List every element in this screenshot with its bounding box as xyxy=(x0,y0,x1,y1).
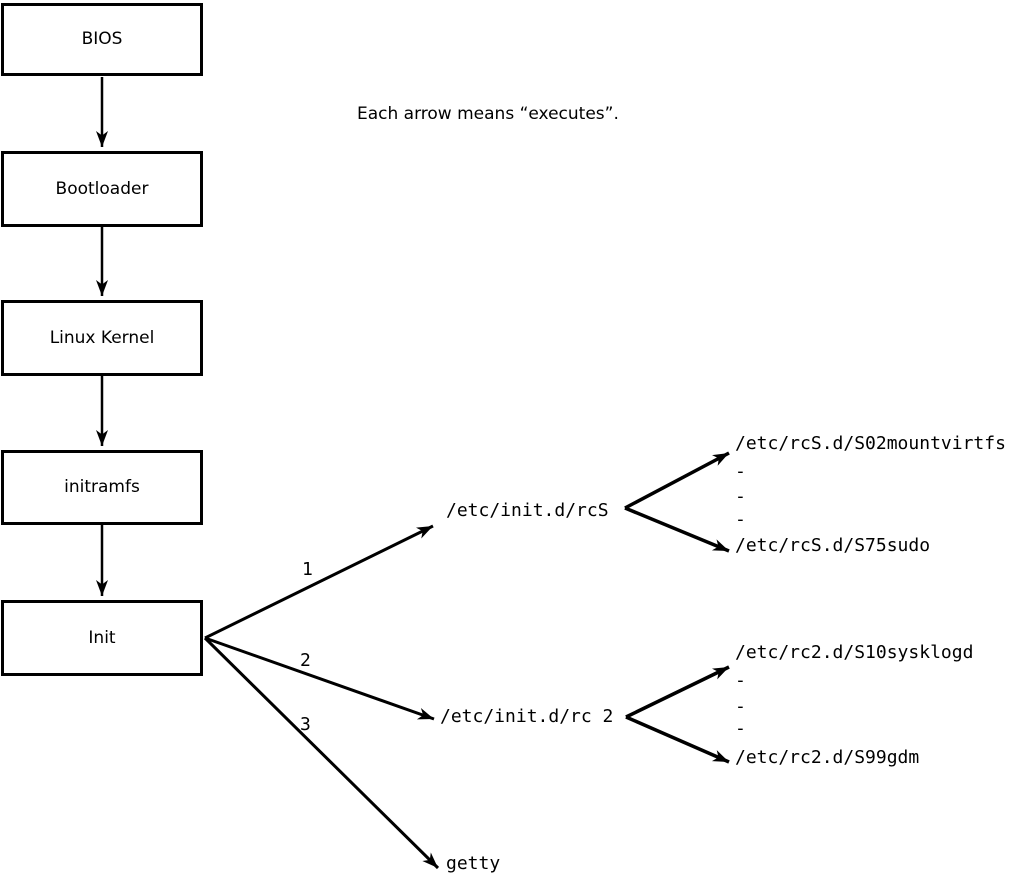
node-rc2-s99gdm: /etc/rc2.d/S99gdm xyxy=(735,747,920,768)
box-bootloader: Bootloader xyxy=(1,151,203,227)
box-init: Init xyxy=(1,600,203,676)
box-init-label: Init xyxy=(88,627,116,648)
box-linux-kernel: Linux Kernel xyxy=(1,300,203,376)
node-rcs-ellipsis-2: - xyxy=(735,486,746,507)
node-rc2-ellipsis-3: - xyxy=(735,718,746,739)
box-bootloader-label: Bootloader xyxy=(55,178,149,199)
branch-1-number: 1 xyxy=(302,559,313,580)
arrow-rc2-s99gdm xyxy=(625,715,730,764)
node-rcs-ellipsis-1: - xyxy=(735,461,746,482)
node-rc2-ellipsis-2: - xyxy=(735,696,746,717)
arrow-init-getty xyxy=(203,636,440,870)
caption-arrow-meaning: Each arrow means “executes”. xyxy=(357,104,619,124)
node-init-d-rc2: /etc/init.d/rc 2 xyxy=(440,706,614,727)
node-rc2-s10sysklogd: /etc/rc2.d/S10sysklogd xyxy=(735,642,974,663)
box-bios-label: BIOS xyxy=(81,29,123,49)
node-rc2-ellipsis-1: - xyxy=(735,670,746,691)
node-getty: getty xyxy=(446,853,501,874)
box-bios: BIOS xyxy=(1,3,203,76)
box-initramfs-label: initramfs xyxy=(64,477,140,497)
branch-3-number: 3 xyxy=(300,714,311,735)
arrow-rc2-s10sysklogd xyxy=(625,665,730,719)
arrow-init-rc2 xyxy=(204,636,435,721)
box-initramfs: initramfs xyxy=(1,450,203,525)
node-rcs-s75sudo: /etc/rcS.d/S75sudo xyxy=(735,535,931,556)
arrow-init-rcs xyxy=(204,524,434,640)
box-linux-kernel-label: Linux Kernel xyxy=(49,327,155,348)
node-init-d-rcs: /etc/init.d/rcS xyxy=(446,500,609,521)
arrow-rcs-s02mountvirtfs xyxy=(624,451,730,510)
node-rcs-ellipsis-3: - xyxy=(735,509,746,530)
branch-2-number: 2 xyxy=(300,650,311,671)
node-rcs-s02mountvirtfs: /etc/rcS.d/S02mountvirtfs xyxy=(735,433,1006,454)
arrow-rcs-s75sudo xyxy=(624,506,730,553)
